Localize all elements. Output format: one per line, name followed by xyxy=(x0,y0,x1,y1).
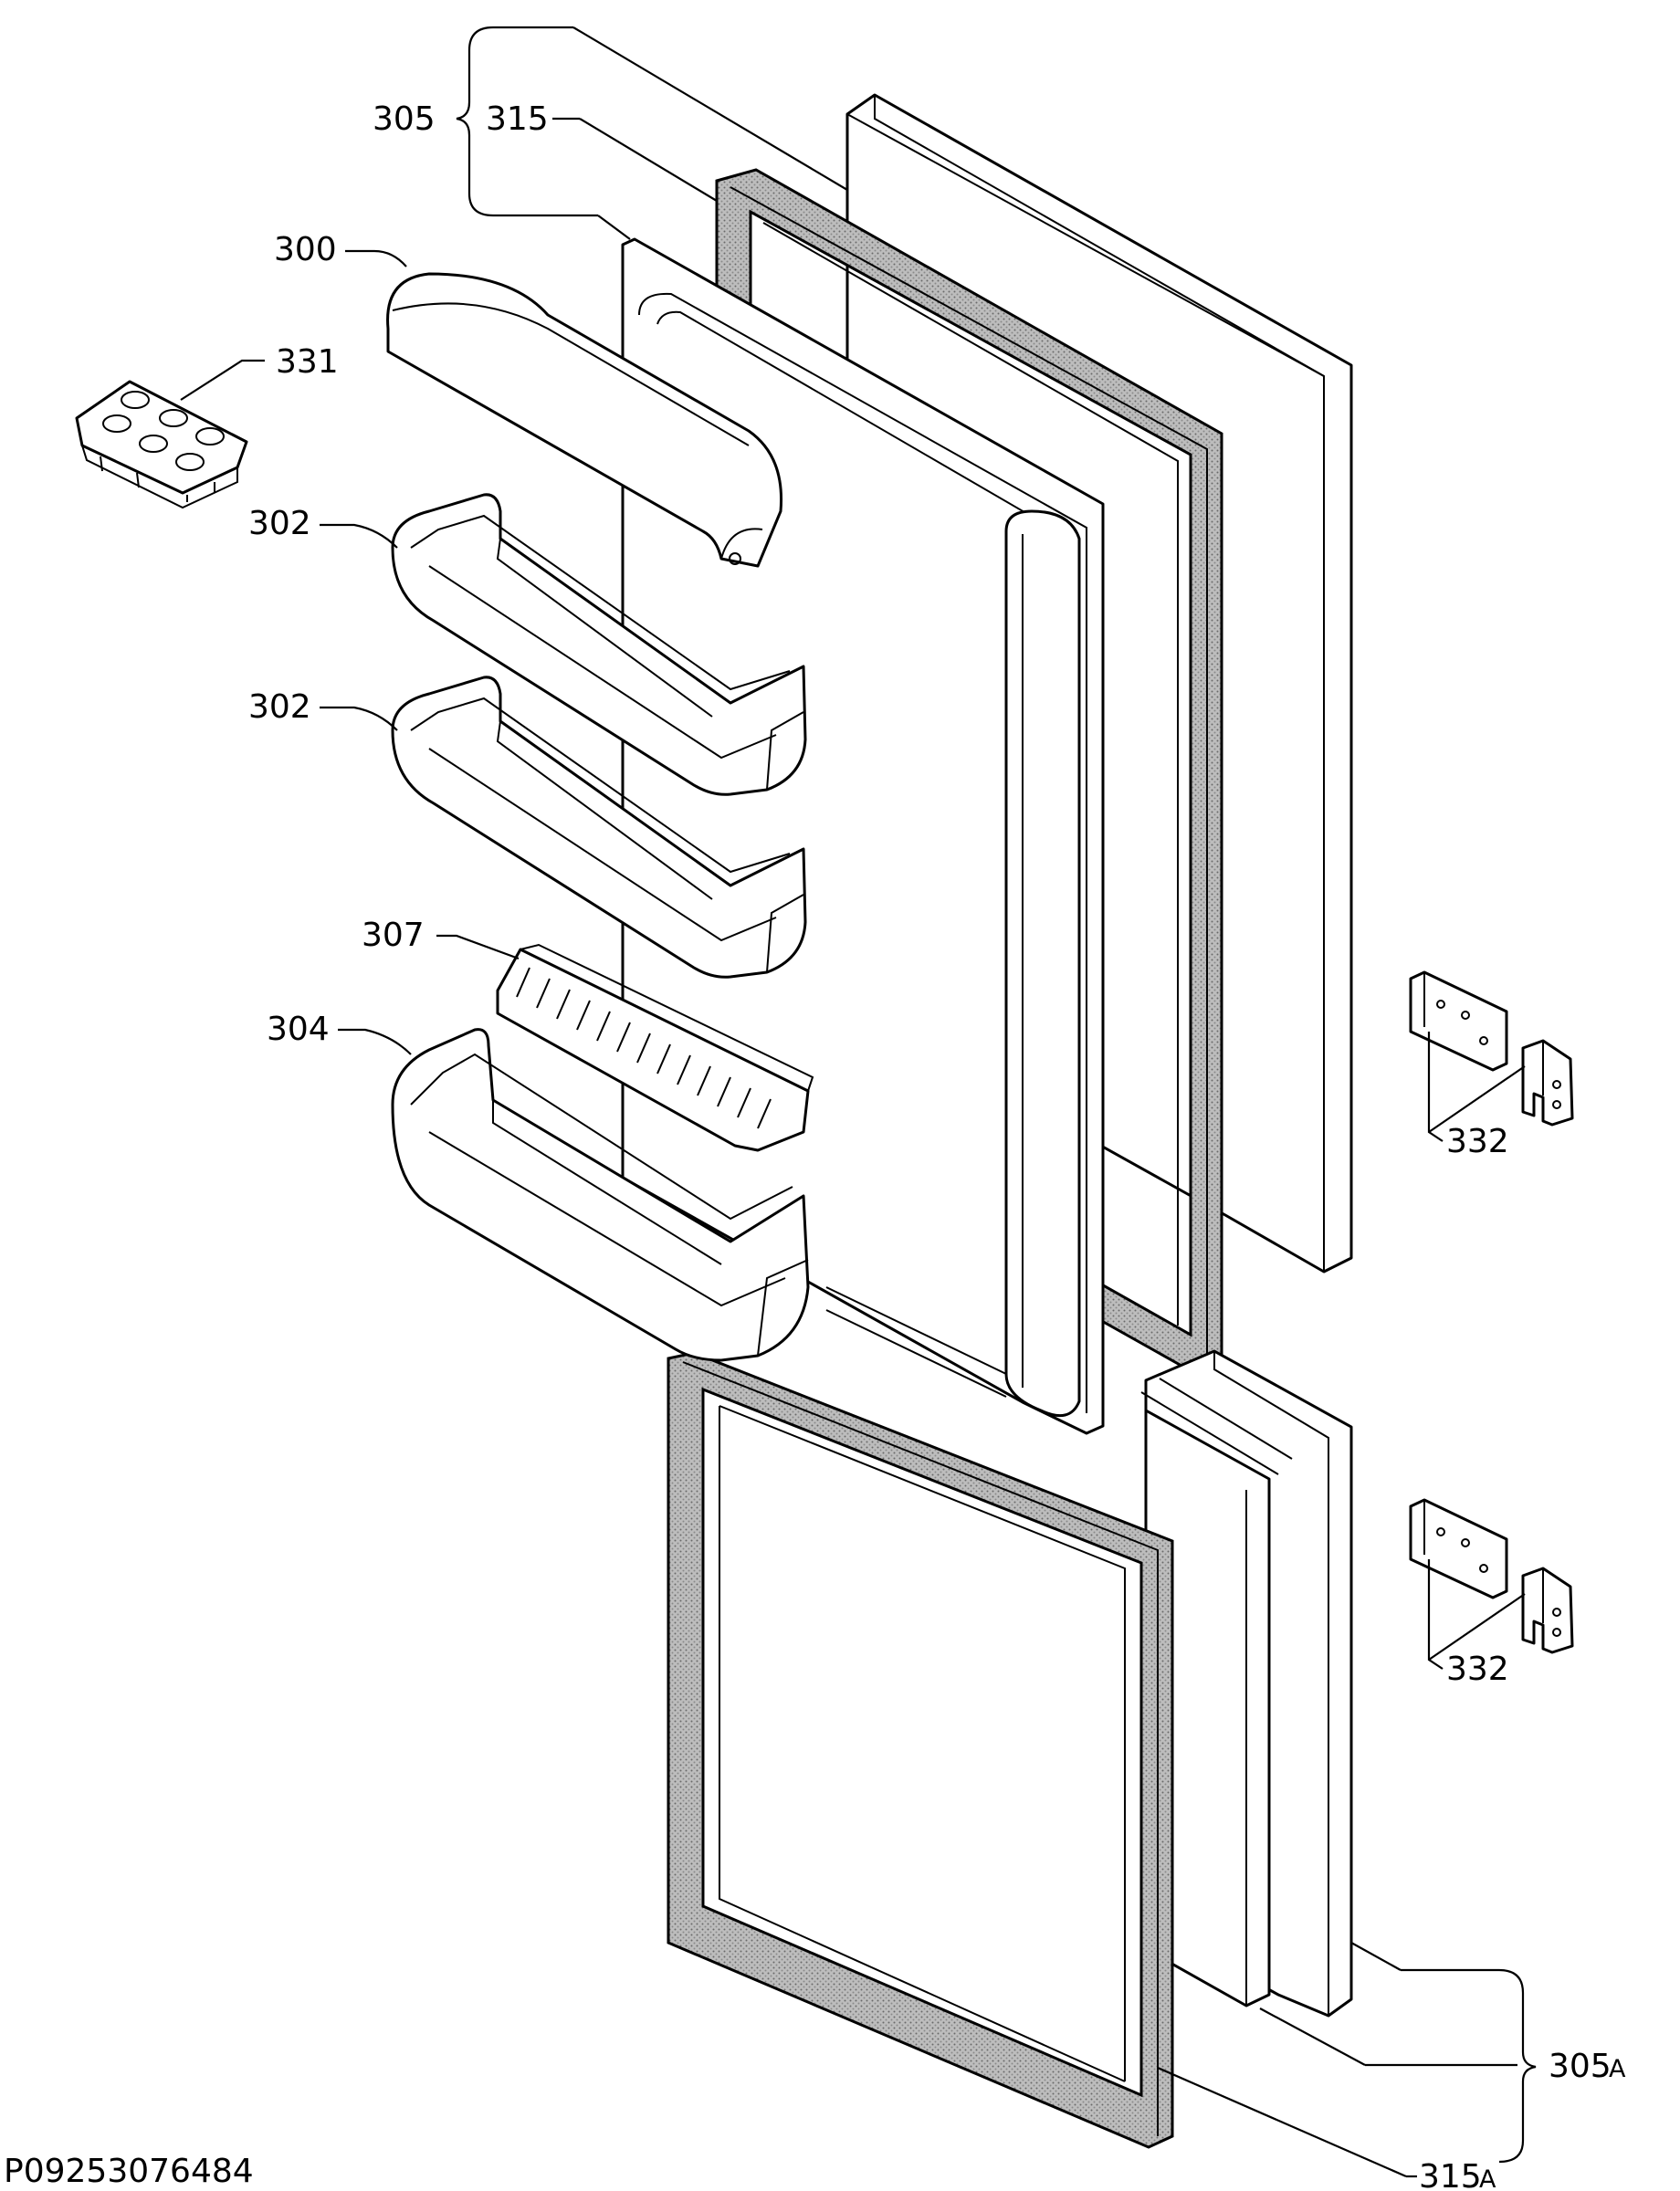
label-305-lower: 305 xyxy=(1549,2048,1612,2085)
door-shelf-2 xyxy=(391,676,807,979)
dairy-cover xyxy=(386,272,783,568)
label-315-lower-suffix: A xyxy=(1479,2165,1496,2191)
label-305-upper: 305 xyxy=(373,100,436,138)
label-315-upper: 315 xyxy=(486,100,549,138)
lower-hinge-set xyxy=(1409,1498,1574,1654)
lower-door-gasket xyxy=(667,1351,1174,2149)
label-300: 300 xyxy=(274,231,337,268)
leader-lines xyxy=(180,26,1537,2178)
label-302-second: 302 xyxy=(248,688,311,726)
label-331: 331 xyxy=(276,343,339,381)
label-304: 304 xyxy=(267,1011,330,1048)
bottle-retainer xyxy=(496,943,814,1152)
label-307: 307 xyxy=(362,917,425,954)
upper-hinge-set xyxy=(1409,970,1574,1127)
lower-door-panel xyxy=(1140,1349,1353,2018)
label-305-lower-suffix: A xyxy=(1609,2055,1626,2083)
drawing-number: P09253076484 xyxy=(4,2153,254,2190)
egg-tray xyxy=(75,380,248,509)
bottle-shelf xyxy=(391,1028,810,1362)
label-302-first: 302 xyxy=(248,505,311,542)
callout-labels: 305 315 300 331 302 302 307 304 332 332 … xyxy=(4,100,1626,2191)
label-315-lower: 315 xyxy=(1419,2158,1482,2191)
door-shelf-1 xyxy=(391,493,807,796)
label-332-upper: 332 xyxy=(1446,1123,1509,1160)
label-332-lower: 332 xyxy=(1446,1651,1509,1688)
